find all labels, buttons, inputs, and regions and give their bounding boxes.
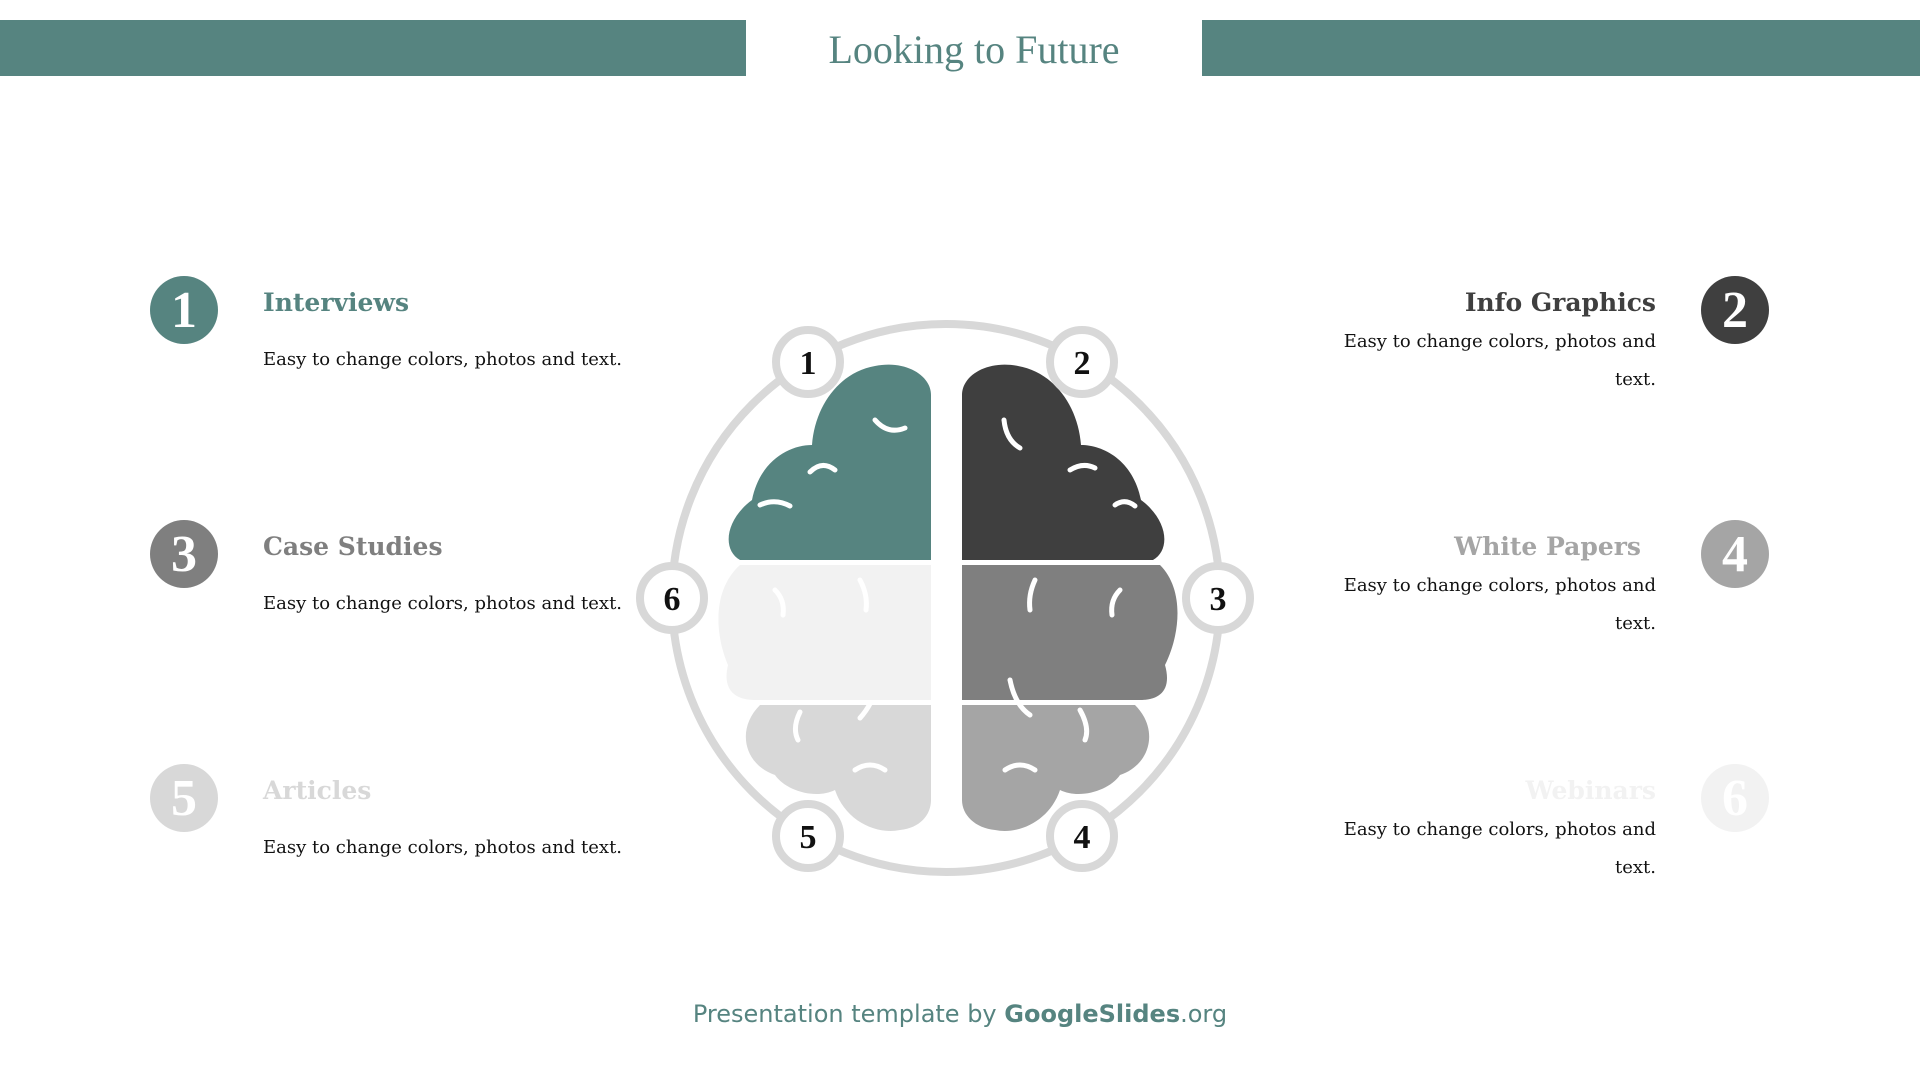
ring-badge-3: 3 xyxy=(1182,562,1254,634)
ring-badge-label: 3 xyxy=(1210,581,1227,618)
brain-lobe-3 xyxy=(962,565,1178,700)
item-2-description: Easy to change colors, photos and text. xyxy=(1343,331,1656,390)
ring-badge-label: 1 xyxy=(800,345,817,382)
brain-lobe-2 xyxy=(962,364,1165,560)
ring-badge-6: 6 xyxy=(636,562,708,634)
ring-badge-1: 1 xyxy=(772,326,844,398)
ring-badge-label: 6 xyxy=(664,581,681,618)
item-5-number-circle: 5 xyxy=(150,764,218,832)
item-1-description: Easy to change colors, photos and text. xyxy=(263,349,623,370)
footer-brand[interactable]: GoogleSlides xyxy=(1004,1000,1181,1028)
item-3-title: Case Studies xyxy=(263,532,443,561)
ring-badge-label: 5 xyxy=(800,819,817,856)
item-6-description: Easy to change colors, photos and text. xyxy=(1343,819,1656,878)
header-bar-left xyxy=(0,20,746,76)
item-4-title: White Papers xyxy=(1454,532,1641,561)
item-2-number-circle: 2 xyxy=(1701,276,1769,344)
item-1-number-circle: 1 xyxy=(150,276,218,344)
header-bar-right xyxy=(1202,20,1920,76)
ring-badge-5: 5 xyxy=(772,800,844,872)
footer-prefix: Presentation template by xyxy=(692,1000,1005,1028)
brain-lobe-4 xyxy=(962,677,1150,831)
item-5-description: Easy to change colors, photos and text. xyxy=(263,837,623,858)
item-4-description: Easy to change colors, photos and text. xyxy=(1343,575,1656,634)
item-6-number-circle: 6 xyxy=(1701,764,1769,832)
ring-badge-label: 2 xyxy=(1074,345,1091,382)
item-1-title: Interviews xyxy=(263,288,410,317)
ring-badge-label: 4 xyxy=(1074,819,1091,856)
ring-badge-4: 4 xyxy=(1046,800,1118,872)
ring-badge-2: 2 xyxy=(1046,326,1118,398)
item-4-number-circle: 4 xyxy=(1701,520,1769,588)
item-3-description: Easy to change colors, photos and text. xyxy=(263,593,623,614)
brain-lobe-5 xyxy=(745,677,931,831)
footer-suffix: .org xyxy=(1180,1000,1228,1028)
brain-lobe-1 xyxy=(728,364,931,560)
footer-credit: Presentation template by GoogleSlides.or… xyxy=(0,1000,1920,1028)
item-6-title: Webinars xyxy=(1525,776,1656,805)
brain-lobe-6 xyxy=(718,565,931,700)
item-3-number-circle: 3 xyxy=(150,520,218,588)
item-2-title: Info Graphics xyxy=(1464,288,1656,317)
item-5-title: Articles xyxy=(263,776,372,805)
slide-title: Looking to Future xyxy=(828,27,1120,72)
